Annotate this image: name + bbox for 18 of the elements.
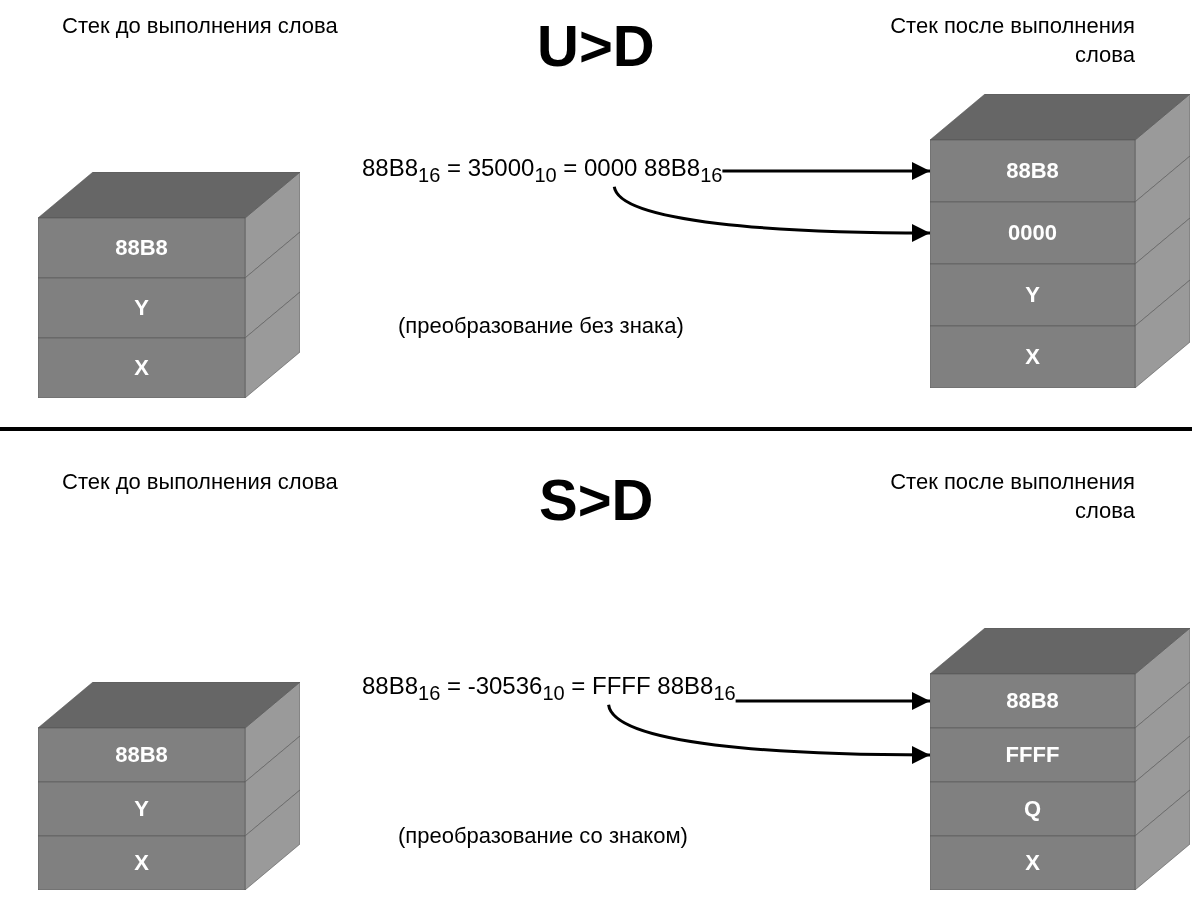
arrow (612, 186, 930, 242)
stack-caption: Стек до выполнения слова (62, 468, 338, 496)
word-title: U>D (537, 12, 655, 80)
note-text: (преобразование без знака) (398, 312, 684, 340)
arrow (735, 692, 930, 710)
conversion-formula: 88B8$_{16}$ = -30536$_{10}$ = FFFF 88B8$_{16}$ (362, 672, 736, 705)
stack-caption: Стек после выполнения слова (889, 468, 1135, 525)
stack-cell: 88B8 (38, 682, 300, 782)
stack-cell: 88B8 (930, 628, 1190, 728)
stack-cell: 88B8 (930, 94, 1190, 202)
stack-caption: Стек после выполнения слова (889, 12, 1135, 69)
arrow (722, 162, 930, 180)
arrow (607, 704, 930, 764)
stack-cell: 88B8 (38, 172, 300, 278)
note-text: (преобразование со знаком) (398, 822, 688, 850)
conversion-formula: 88B8$_{16}$ = 35000$_{10}$ = 0000 88B8$_{16}$ (362, 154, 723, 187)
stack-caption: Стек до выполнения слова (62, 12, 338, 40)
word-title: S>D (539, 466, 654, 534)
